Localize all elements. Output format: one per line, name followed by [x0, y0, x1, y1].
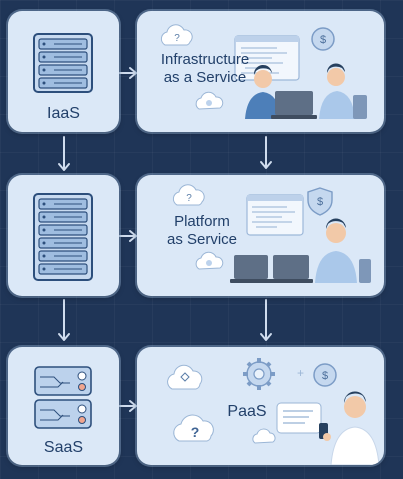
platform-card[interactable]: ? $ Platform as Service [137, 175, 384, 296]
svg-text:?: ? [186, 193, 192, 204]
infrastructure-title-line2: as a Service [163, 69, 247, 86]
arrow-right-down-2 [260, 299, 272, 341]
cloud-question-icon: ? [173, 414, 214, 442]
platform-server-card[interactable] [8, 175, 119, 296]
paas-illustration: ? + $ [167, 358, 380, 465]
coin-icon [313, 363, 337, 387]
iaas-label: IaaS [47, 105, 80, 122]
paas-title: PaaS [227, 403, 267, 420]
arrow-left-down-1 [58, 136, 70, 171]
person-icon [315, 218, 357, 283]
svg-text:+: + [297, 366, 304, 380]
saas-card[interactable]: SaaS [8, 347, 119, 465]
coin-icon [311, 27, 335, 51]
svg-text:?: ? [174, 33, 180, 44]
server-rack-icon [33, 193, 93, 281]
infrastructure-illustration: ? $ [160, 24, 367, 119]
cloud-question-icon: ? [160, 24, 193, 46]
server-rack-icon [33, 33, 93, 93]
cloud-question-icon: ? [172, 184, 205, 206]
arrow-saas-right [119, 400, 137, 412]
infrastructure-title-line1: Infrastructure [160, 51, 250, 68]
platform-title-line2: as Service [166, 231, 238, 248]
person-icon [245, 64, 281, 119]
saas-label: SaaS [43, 439, 84, 456]
paas-card[interactable]: ? + $ PaaS [137, 347, 384, 465]
platform-illustration: ? $ [172, 184, 371, 283]
cloud-icon [167, 364, 203, 390]
svg-text:$: $ [317, 196, 323, 208]
person-icon [319, 63, 355, 119]
svg-text:?: ? [191, 424, 200, 440]
arrow-iaas-right [119, 67, 137, 79]
arrow-left-down-2 [58, 299, 70, 341]
svg-text:$: $ [322, 370, 328, 382]
platform-title-line1: Platform [174, 213, 230, 230]
gear-icon [243, 358, 275, 390]
iaas-card[interactable]: IaaS [8, 11, 119, 132]
infrastructure-card[interactable]: ? $ Infrastructure as [137, 11, 384, 132]
shield-coin-icon [307, 187, 333, 216]
app-panels-icon [34, 366, 92, 429]
person-icon [319, 391, 380, 465]
svg-text:$: $ [320, 34, 326, 46]
chat-bubble-icon [276, 402, 322, 434]
laptop-icon [273, 255, 309, 279]
arrow-platform-right [119, 230, 137, 242]
arrow-right-down-1 [260, 136, 272, 169]
laptop-icon [275, 91, 313, 115]
laptop-icon [234, 255, 268, 279]
